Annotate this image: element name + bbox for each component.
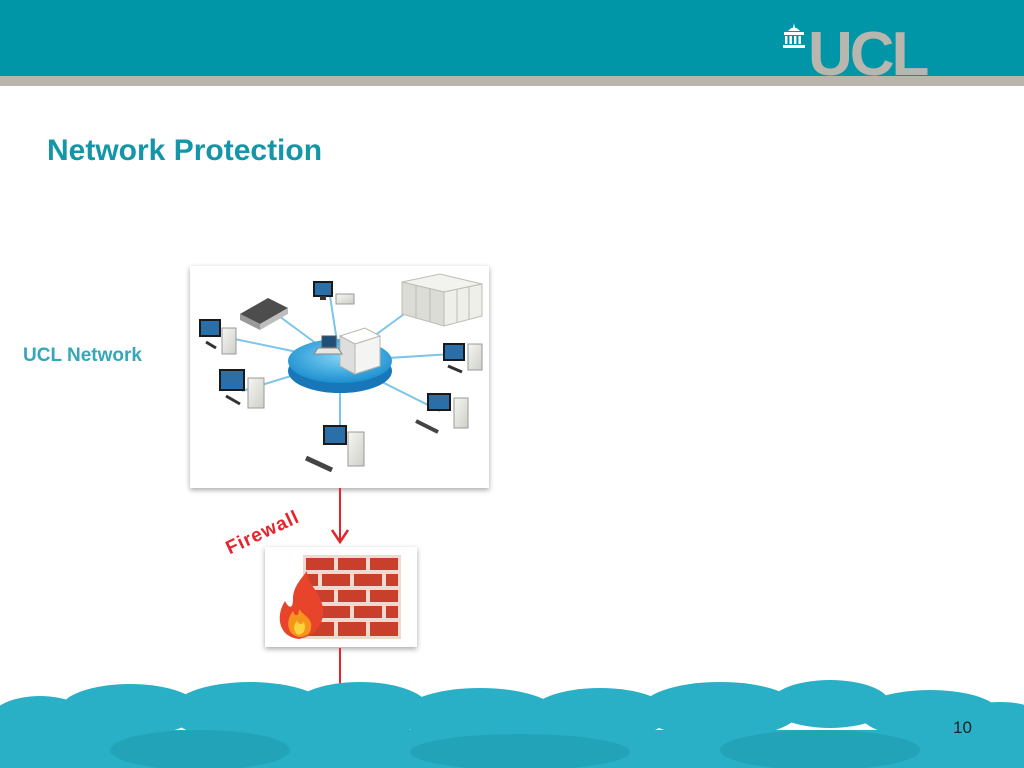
flame-icon <box>279 571 324 639</box>
network-label: UCL Network <box>23 345 142 366</box>
header-band <box>0 0 1024 76</box>
slide-number: 10 <box>953 718 972 737</box>
desktop-computer-icon <box>415 393 469 434</box>
desktop-computer-icon <box>443 343 483 374</box>
server-icon <box>401 273 483 327</box>
logo-wordmark: UCL <box>808 20 929 89</box>
cloud-icon <box>0 680 1024 768</box>
desktop-computer-icon <box>219 369 265 409</box>
arrow-down-icon <box>330 488 350 545</box>
ucl-portico-icon <box>783 23 805 48</box>
header-rule <box>0 76 1024 86</box>
laptop-icon <box>313 335 343 355</box>
page-title: Network Protection <box>47 134 323 167</box>
ucl-logo: UCL <box>780 20 975 86</box>
desktop-computer-icon <box>313 281 355 305</box>
desktop-computer-icon <box>304 425 365 473</box>
server-icon <box>338 327 382 375</box>
firewall-image <box>265 547 417 647</box>
printer-icon <box>240 298 288 330</box>
network-diagram-image <box>190 266 489 488</box>
desktop-computer-icon <box>199 319 237 355</box>
